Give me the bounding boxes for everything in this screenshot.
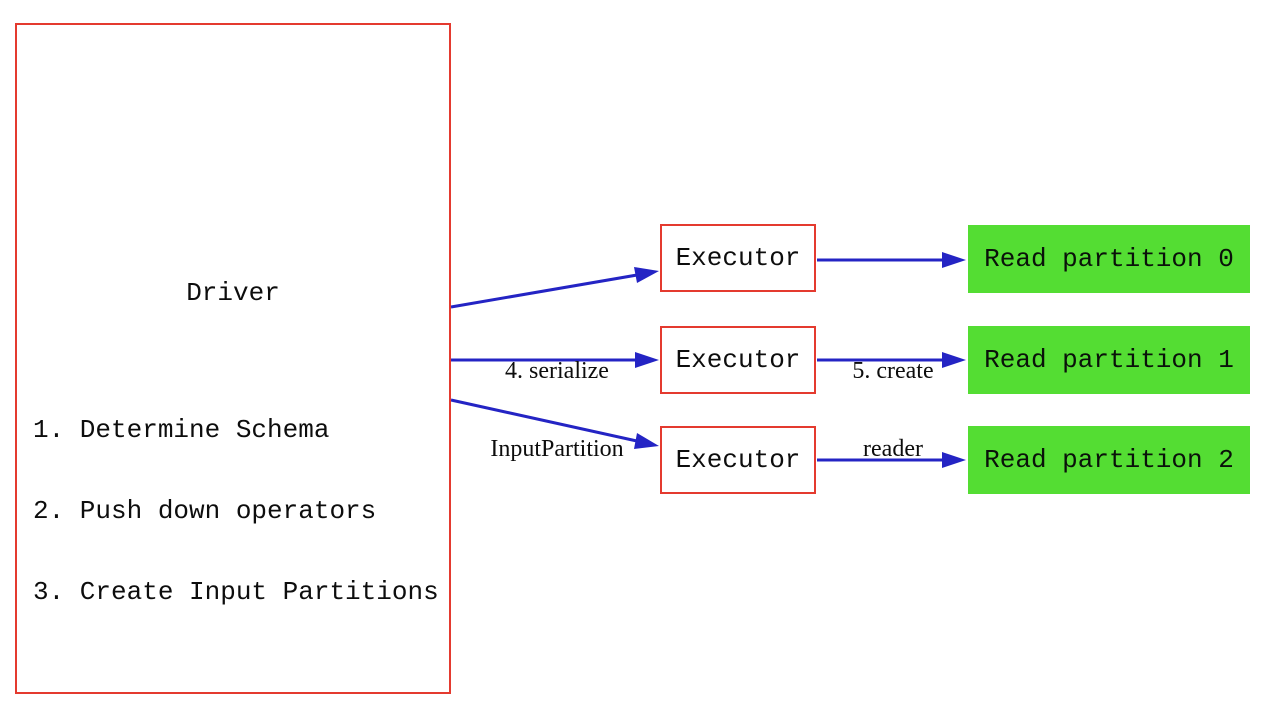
read-partition-box-0: Read partition 0 [968, 225, 1250, 293]
edge-label-create-reader-line2: reader [863, 436, 923, 462]
read-partition-box-1: Read partition 1 [968, 326, 1250, 394]
edge-label-create-reader: 5. create reader [793, 306, 993, 514]
edge-label-serialize-line2: InputPartition [490, 436, 624, 462]
driver-step-1: 1. Determine Schema [33, 415, 330, 445]
read-partition-label-1: Read partition 1 [984, 345, 1234, 375]
executor-box-2: Executor [660, 326, 816, 394]
driver-steps-list: 1. Determine Schema 2. Push down operato… [33, 363, 439, 660]
executor-box-3: Executor [660, 426, 816, 494]
arrow-executor-1-to-partition-0 [817, 252, 966, 268]
read-partition-label-2: Read partition 2 [984, 445, 1234, 475]
driver-step-3: 3. Create Input Partitions [33, 577, 439, 607]
edge-label-serialize-line1: 4. serialize [505, 358, 609, 384]
arrow-driver-to-executor-1 [450, 267, 659, 309]
driver-title: Driver [186, 278, 280, 308]
executor-label-1: Executor [675, 243, 801, 273]
edge-label-serialize-inputpartition: 4. serialize InputPartition [447, 306, 667, 514]
edge-label-create-reader-line1: 5. create [852, 358, 934, 384]
read-partition-box-2: Read partition 2 [968, 426, 1250, 494]
read-partition-label-0: Read partition 0 [984, 244, 1234, 274]
driver-box [15, 23, 451, 694]
executor-label-3: Executor [675, 445, 801, 475]
executor-box-1: Executor [660, 224, 816, 292]
driver-step-2: 2. Push down operators [33, 496, 377, 526]
executor-label-2: Executor [675, 345, 801, 375]
